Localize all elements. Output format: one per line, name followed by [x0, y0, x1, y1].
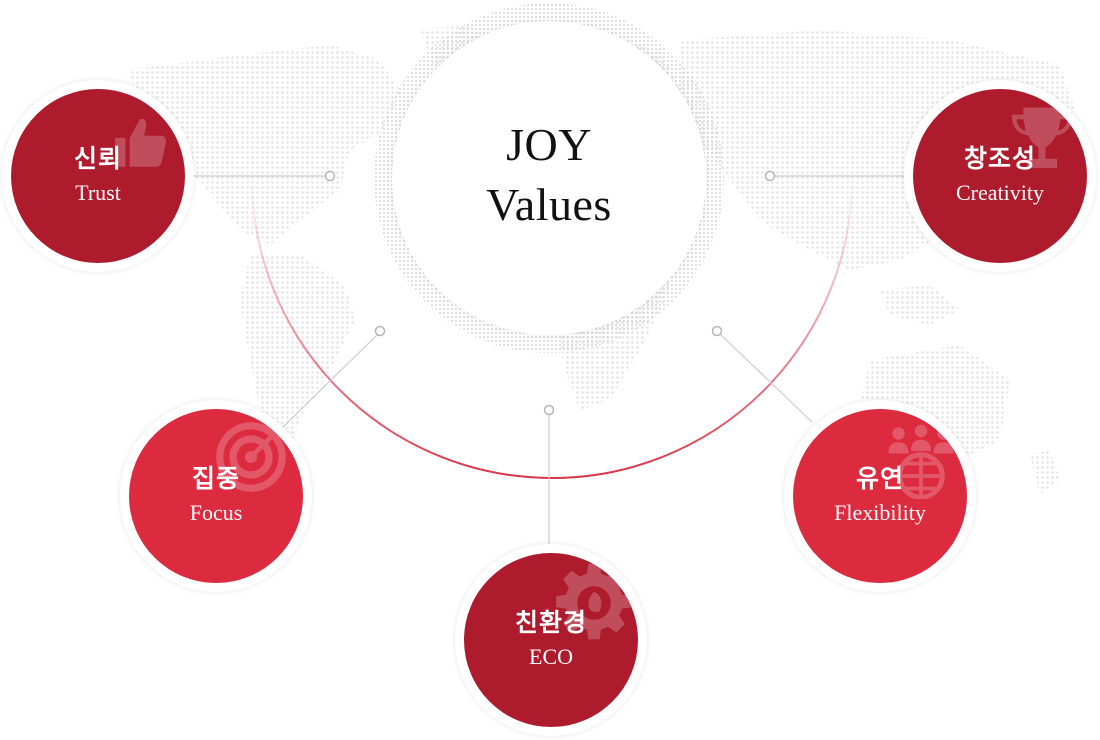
value-en-creativity: Creativity	[956, 180, 1044, 205]
value-en-flexibility: Flexibility	[834, 500, 926, 525]
value-node-flexibility: 유연 Flexibility	[793, 409, 967, 583]
connector-dot-creativity	[764, 170, 776, 182]
thumbs-up-icon	[115, 118, 166, 167]
value-node-eco: 친환경 ECO	[464, 553, 638, 727]
center-circle: JOY Values	[392, 21, 706, 335]
value-ko-trust: 신뢰	[73, 144, 122, 173]
target-icon	[216, 421, 286, 492]
trophy-icon	[1011, 107, 1073, 169]
center-title-line1: JOY	[506, 119, 592, 170]
connector-focus	[281, 333, 379, 429]
connector-flexibility	[719, 333, 813, 423]
value-node-trust: 신뢰 Trust	[11, 89, 185, 263]
value-node-creativity: 창조성 Creativity	[913, 89, 1087, 263]
gear-leaf-icon	[556, 563, 632, 640]
connector-dot-focus	[374, 325, 386, 337]
people-globe-icon	[888, 424, 954, 499]
value-en-focus: Focus	[189, 500, 243, 525]
connector-dot-flexibility	[711, 325, 723, 337]
value-en-trust: Trust	[75, 180, 121, 205]
value-ko-eco: 친환경	[514, 608, 587, 637]
value-en-eco: ECO	[529, 644, 573, 669]
value-ko-flexibility: 유연	[855, 464, 904, 493]
value-ko-creativity: 창조성	[963, 144, 1036, 173]
value-arc	[251, 177, 853, 479]
value-ko-focus: 집중	[191, 464, 240, 493]
value-node-focus: 집중 Focus	[129, 409, 303, 583]
connector-dot-eco	[543, 404, 555, 416]
connector-dot-trust	[324, 170, 336, 182]
center-title-line2: Values	[486, 179, 612, 230]
